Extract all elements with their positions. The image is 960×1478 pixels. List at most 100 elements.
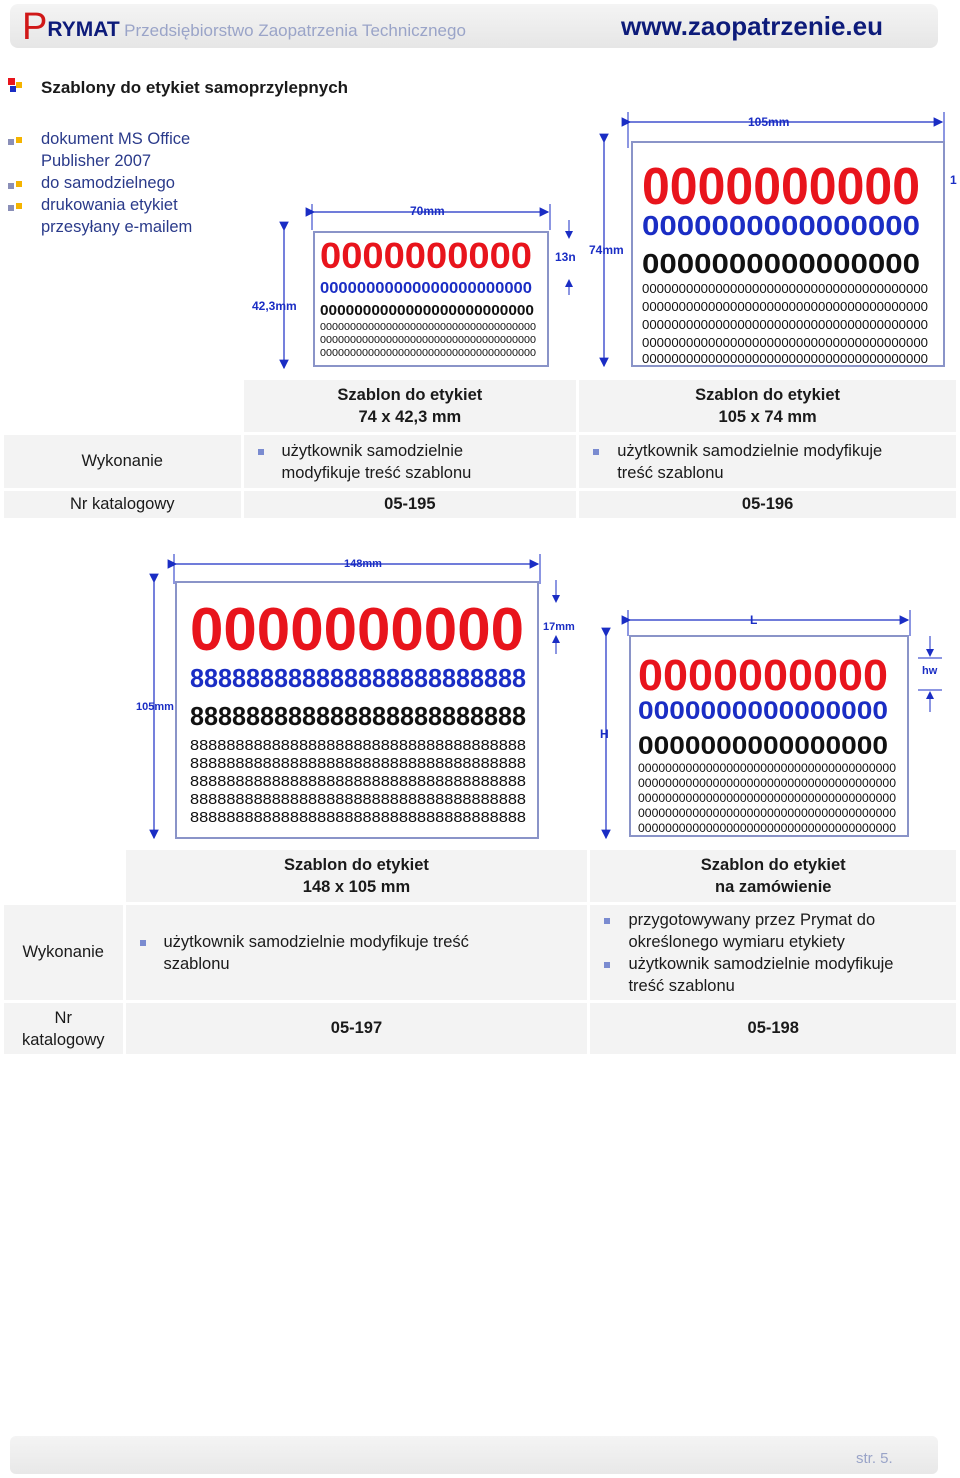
section-bullet-icon [8, 78, 22, 92]
desc-line: użytkownik samodzielnie modyfikuje [617, 441, 883, 460]
intro-line-text: dokument MS Office [41, 130, 191, 148]
section-title-text: Szablony do etykiet samoprzylepnych [41, 78, 349, 97]
intro-line-text: do samodzielnego [41, 174, 175, 192]
label-red-line: 0000000000 [190, 596, 524, 663]
height-dimension-label: 105mm [136, 701, 174, 713]
table2-col1-catalog-number: 05-197 [125, 1000, 588, 1054]
gap-dimension-label: 13n [555, 250, 576, 264]
table2-col2-header-line: Szablon do etykiet [700, 856, 846, 874]
table1-col1-description: użytkownik samodzielnie modyfikuje treść… [243, 432, 577, 488]
catalog-table-1: Szablon do etykiet 74 x 42,3 mm Szablon … [1, 380, 959, 518]
label-black-line: 0000000000000000 [638, 732, 888, 760]
label-blue-line: 0000000000000000 [642, 210, 920, 241]
height-dimension-label: H [600, 727, 609, 741]
label-black-line: 888888888888888888888888 [190, 701, 526, 731]
label-small-line: 000000000000000000000000000000000000 [320, 348, 536, 359]
table1-col1-header-line: Szablon do etykiet [337, 386, 483, 404]
label-small-line: 000000000000000000000000000000000000000 [642, 281, 928, 296]
label-blue-line: 888888888888888888888888 [190, 663, 526, 693]
table1-row-label-nr: Nr katalogowy [4, 488, 241, 518]
bullet-square-icon [604, 917, 611, 924]
footer-bar [10, 1436, 938, 1474]
label-red-line: 0000000000 [638, 651, 888, 700]
table2-col1-header-line: Szablon do etykiet [284, 856, 429, 874]
label-small-line: 00000000000000000000000000000000000000 [638, 821, 896, 835]
label-small-line: 8888888888888888888888888888888888888 [190, 791, 526, 808]
label-small-line: 000000000000000000000000000000000000000 [642, 317, 928, 332]
label-red-line: 0000000000 [320, 235, 532, 276]
label-small-line: 00000000000000000000000000000000000000 [638, 791, 896, 805]
label-small-line: 8888888888888888888888888888888888888 [190, 755, 526, 772]
catalog-table-2: Szablon do etykiet 148 x 105 mm Szablon … [1, 850, 959, 1054]
bullet-square-icon [139, 939, 146, 946]
table1-col2-header-line: Szablon do etykiet [695, 386, 841, 404]
width-dimension-label: 105mm [748, 115, 789, 129]
label-small-line: 8888888888888888888888888888888888888 [190, 809, 526, 826]
table1-row-label-wykonanie: Wykonanie [4, 432, 241, 488]
bullet-square-icon [257, 448, 264, 455]
label-small-line: 00000000000000000000000000000000000000 [638, 806, 896, 820]
label-small-line: 00000000000000000000000000000000000000 [638, 761, 896, 775]
label-small-line: 000000000000000000000000000000000000000 [642, 335, 928, 350]
table2-col1-description: użytkownik samodzielnie modyfikuje treść… [125, 902, 588, 1000]
height-dimension-label: 74mm [589, 243, 624, 257]
desc-line: użytkownik samodzielnie modyfikuje treść [163, 932, 469, 951]
company-subtitle: Przedsiębiorstwo Zaopatrzenia Techniczne… [124, 21, 466, 40]
width-dimension-label: L [750, 613, 757, 627]
logo-letter-p: P [22, 6, 48, 48]
label-sheet [631, 141, 945, 367]
desc-line: przygotowywany przez Prymat do [628, 910, 876, 929]
label-small-line: 00000000000000000000000000000000000000 [638, 776, 896, 790]
table2-col2-header: Szablon do etykiet na zamówienie [590, 850, 956, 902]
desc-line: określonego wymiaru etykiety [628, 932, 845, 951]
width-dimension-label: 148mm [344, 558, 382, 570]
table1-col2-header: Szablon do etykiet 105 x 74 mm [579, 380, 956, 432]
label-sheet [175, 581, 539, 839]
table2-col2-description: przygotowywany przez Prymat do określone… [590, 902, 956, 1000]
table2-row-label-nr: Nr katalogowy [4, 1000, 123, 1054]
side-dimension-label: 1 [950, 173, 957, 187]
website-url[interactable]: www.zaopatrzenie.eu [621, 11, 883, 41]
label-blue-line: 0000000000000000 [638, 697, 888, 725]
label-red-line: 0000000000 [642, 158, 920, 216]
intro-bullet-icon [8, 137, 22, 145]
label-small-line: 8888888888888888888888888888888888888 [190, 773, 526, 790]
row-label-line: katalogowy [21, 1030, 105, 1049]
table2-col2-header-line: na zamówienie [715, 878, 832, 896]
page-number: str. 5. [856, 1450, 893, 1467]
label-custom-figure: L H hw 0000000000 0000000000000000 00000… [600, 610, 942, 840]
label-105x74-figure: 105mm 74mm 1 0000000000 0000000000000000… [589, 112, 957, 368]
bullet-square-icon [593, 448, 600, 455]
table2-col1-header: Szablon do etykiet 148 x 105 mm [125, 850, 588, 902]
label-black-line: 0000000000000000000000000 [320, 302, 534, 319]
table2-row-label-wykonanie: Wykonanie [4, 902, 123, 1000]
label-sheet [629, 635, 909, 837]
desc-line: szablonu [163, 954, 230, 973]
height-dimension-label: 42,3mm [252, 299, 297, 313]
desc-line: użytkownik samodzielnie [281, 441, 464, 460]
label-small-line: 000000000000000000000000000000000000 [320, 335, 536, 346]
label-small-line: 000000000000000000000000000000000000000 [642, 351, 928, 366]
intro-line-text: przesyłany e-mailem [41, 218, 193, 236]
intro-bullet-icon [8, 181, 22, 189]
table1-col2-catalog-number: 05-196 [579, 488, 956, 518]
table1-col2-description: użytkownik samodzielnie modyfikuje treść… [579, 432, 956, 488]
table1-col2-header-line: 105 x 74 mm [718, 408, 817, 426]
desc-line: treść szablonu [628, 976, 735, 995]
desc-line: modyfikuje treść szablonu [281, 463, 472, 482]
header-bar [10, 4, 938, 48]
company-logo: PRYMAT Przedsiębiorstwo Zaopatrzenia Tec… [22, 6, 466, 49]
label-small-line: 000000000000000000000000000000000000000 [642, 299, 928, 314]
table1-col1-catalog-number: 05-195 [243, 488, 577, 518]
intro-line-text: Publisher 2007 [41, 152, 152, 170]
desc-line: użytkownik samodzielnie modyfikuje [628, 954, 894, 973]
table2-col1-header-line: 148 x 105 mm [302, 878, 411, 896]
gap-dimension-label: hw [922, 665, 938, 677]
intro-bullet-icon [8, 203, 22, 211]
bullet-square-icon [604, 961, 611, 968]
table2-col2-catalog-number: 05-198 [590, 1000, 956, 1054]
label-sheet [313, 231, 549, 367]
row-label-line: Nr [54, 1008, 72, 1027]
label-148x105-figure: 148mm 105mm 17mm 0000000000 888888888888… [136, 554, 575, 840]
table1-col1-header: Szablon do etykiet 74 x 42,3 mm [243, 380, 577, 432]
